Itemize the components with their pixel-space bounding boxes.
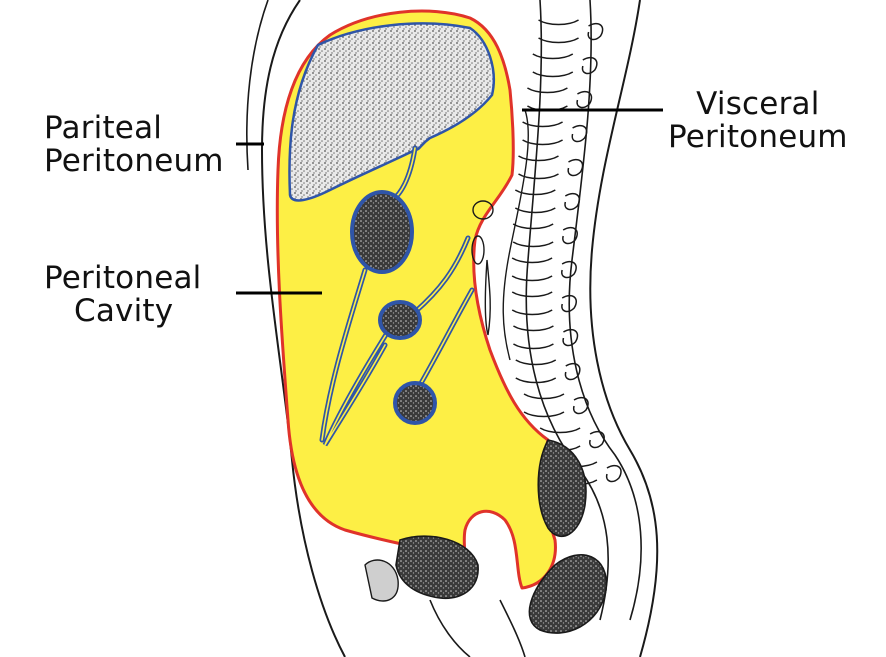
spinous-process xyxy=(576,90,593,109)
spinous-process xyxy=(571,124,588,143)
spinous-process xyxy=(605,464,622,483)
vertebra xyxy=(511,291,553,316)
spinous-process xyxy=(561,260,577,279)
rectum xyxy=(537,439,587,538)
spinous-process xyxy=(572,396,589,415)
pelvic-organ-right xyxy=(528,554,608,634)
body-outline-anterior xyxy=(260,0,346,657)
vertebra xyxy=(515,359,557,384)
pelvic-organ-left xyxy=(364,559,399,602)
spinous-process xyxy=(564,362,581,381)
body-outline-skin xyxy=(246,0,269,171)
label-parietal-peritoneum: Pariteal Peritoneum xyxy=(44,112,224,178)
mesentery-stalk-left-core xyxy=(321,269,366,441)
vertebra xyxy=(523,393,565,418)
bladder-region xyxy=(395,535,479,600)
vertebra xyxy=(513,325,554,350)
bowel-loops xyxy=(350,190,437,425)
spinous-process xyxy=(561,294,577,313)
label-visceral-peritoneum: Visceral Peritoneum xyxy=(668,88,848,154)
bowel-loop-lower xyxy=(393,381,437,425)
label-parietal-line2: Peritoneum xyxy=(44,143,224,179)
spinous-process xyxy=(562,226,578,245)
retroperitoneal-structures xyxy=(471,109,529,361)
label-visceral-line1: Visceral xyxy=(696,86,820,122)
label-parietal-line1: Pariteal xyxy=(44,110,163,146)
spinous-process xyxy=(589,430,605,449)
pelvic-organs xyxy=(364,439,608,657)
vertebra xyxy=(538,19,579,44)
back-outline xyxy=(589,0,659,657)
mesentery-stalk-middle-core xyxy=(324,324,393,446)
vertebra xyxy=(511,257,553,282)
vertebra xyxy=(527,87,568,112)
mesentery-stalk-upper-core xyxy=(414,237,469,313)
pelvic-floor xyxy=(429,599,526,657)
vertebra xyxy=(512,223,554,248)
vertebra xyxy=(518,155,559,180)
label-cavity-line1: Peritoneal xyxy=(44,260,202,296)
mesentery-stalk-lower-core xyxy=(419,289,473,386)
label-peritoneal-cavity: Peritoneal Cavity xyxy=(44,262,201,328)
bowel-loop-middle xyxy=(378,300,422,340)
liver xyxy=(288,22,495,202)
spinous-process xyxy=(562,328,579,347)
vertebra xyxy=(532,53,574,78)
spinous-process xyxy=(564,192,581,211)
bowel-loop-upper xyxy=(350,190,414,274)
spinous-process xyxy=(567,158,584,177)
vertebra xyxy=(522,121,563,146)
label-visceral-line2: Peritoneum xyxy=(668,119,848,155)
spinous-process xyxy=(587,22,604,41)
label-cavity-line2: Cavity xyxy=(74,293,174,329)
spinous-process xyxy=(581,56,598,75)
